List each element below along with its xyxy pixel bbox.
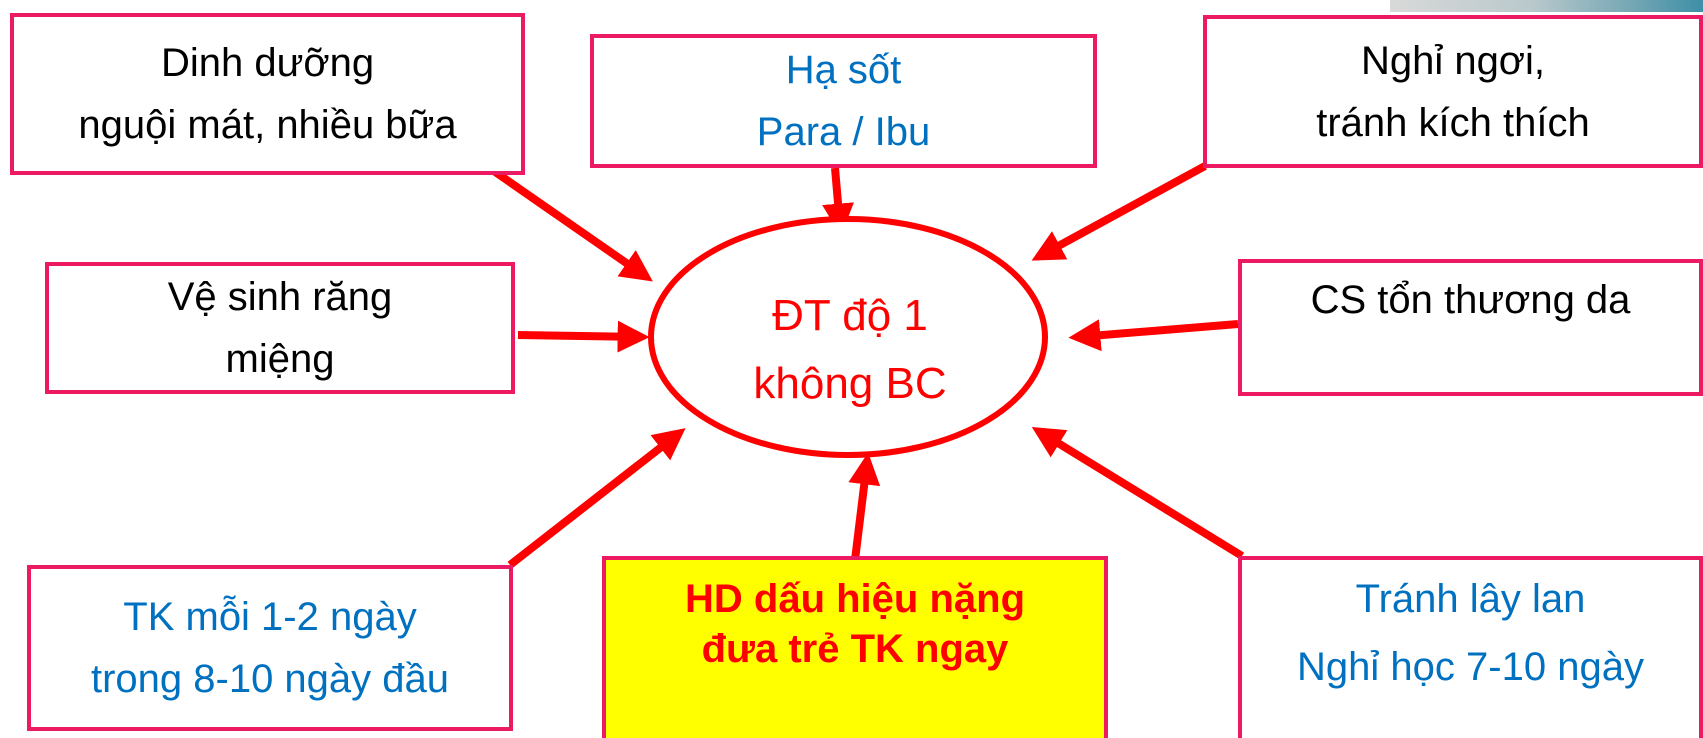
box-followup-line2: trong 8-10 ngày đầu	[90, 657, 450, 701]
box-nutrition: Dinh dưỡng nguội mát, nhiều bữa	[10, 13, 525, 175]
box-rest: Nghỉ ngơi, tránh kích thích	[1203, 15, 1703, 168]
box-oral-line1: Vệ sinh răng	[167, 275, 393, 319]
box-warning-line1: HD dấu hiệu nặng	[685, 577, 1025, 621]
arrow-skin	[1068, 319, 1239, 352]
box-warning: HD dấu hiệu nặng đưa trẻ TK ngay	[602, 556, 1108, 738]
center-ellipse	[648, 216, 1048, 458]
box-nutrition-line1: Dinh dưỡng	[160, 41, 375, 85]
arrow-oral	[517, 320, 650, 353]
arrow-nutrition	[475, 156, 653, 282]
arrow-warning	[848, 452, 881, 561]
box-rest-line2: tránh kích thích	[1316, 100, 1590, 145]
box-fever-line1: Hạ sốt	[785, 48, 902, 92]
box-fever-line2: Para / Ibu	[756, 110, 931, 154]
arrow-followup	[507, 428, 686, 569]
box-skin-line1: CS tổn thương da	[1310, 278, 1631, 322]
box-oral: Vệ sinh răng miệng	[45, 262, 515, 394]
box-contagion-line1: Tránh lây lan	[1355, 577, 1586, 621]
box-warning-line2: đưa trẻ TK ngay	[701, 627, 1009, 671]
arrow-rest	[1031, 162, 1207, 261]
center-label: ĐT độ 1 không BC	[650, 250, 1050, 450]
corner-photo	[1390, 0, 1703, 12]
box-followup: TK mỗi 1-2 ngày trong 8-10 ngày đầu	[27, 565, 513, 731]
box-followup-line1: TK mỗi 1-2 ngày	[123, 595, 417, 639]
box-contagion: Tránh lây lan Nghỉ học 7-10 ngày	[1238, 556, 1703, 738]
box-skin: CS tổn thương da	[1238, 259, 1703, 396]
box-fever: Hạ sốt Para / Ibu	[590, 34, 1097, 168]
arrow-contagion	[1031, 426, 1245, 560]
box-oral-line2: miệng	[225, 337, 335, 381]
center-line2: không BC	[753, 359, 947, 408]
box-contagion-line2: Nghỉ học 7-10 ngày	[1297, 645, 1644, 689]
center-line1: ĐT độ 1	[772, 290, 928, 340]
box-rest-line1: Nghỉ ngơi,	[1360, 38, 1546, 83]
box-nutrition-line2: nguội mát, nhiều bữa	[78, 103, 457, 147]
